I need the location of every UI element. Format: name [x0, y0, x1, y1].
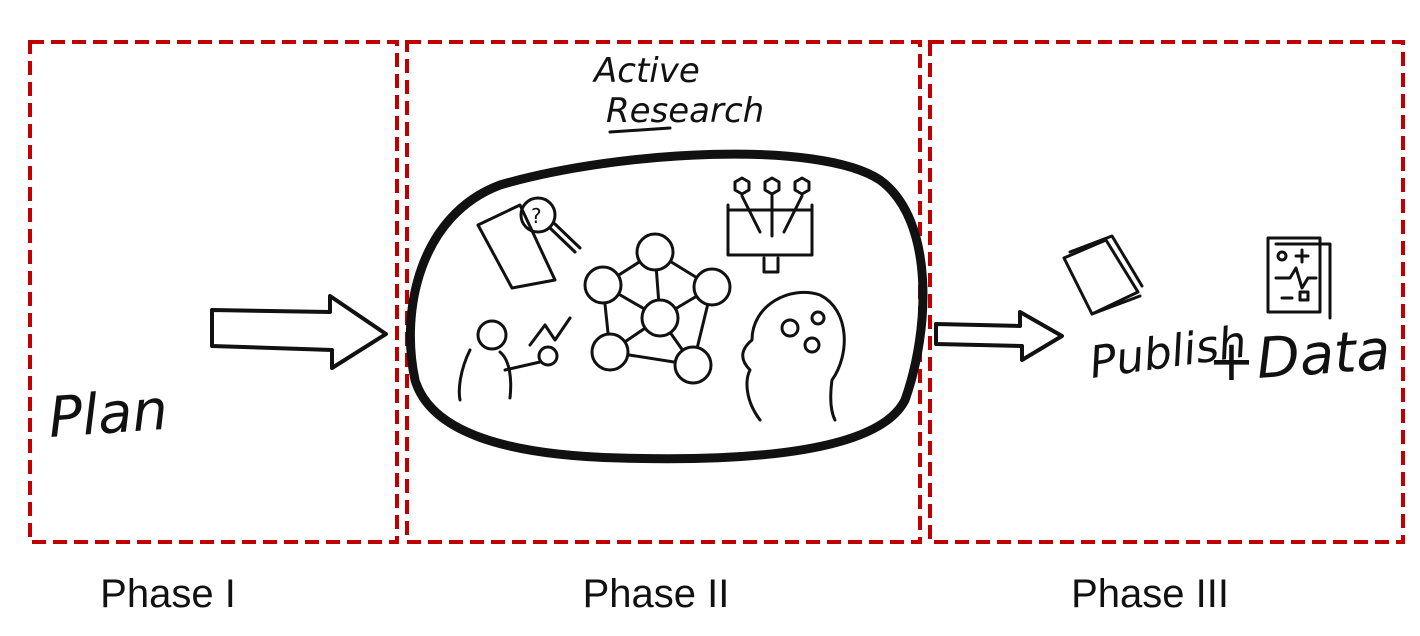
phase-1-caption: Phase I: [100, 572, 236, 616]
research-blob-outline: [405, 149, 928, 464]
data-funnel-icon: [726, 176, 814, 274]
scientist-icon: [457, 316, 572, 402]
active-label: Active: [592, 51, 700, 91]
data-sheet-icon: [1266, 236, 1332, 320]
data-label: Data: [1254, 318, 1392, 392]
phase-1-frame: [28, 40, 399, 544]
book-icon: [1062, 234, 1144, 316]
network-people-icon: [583, 232, 732, 385]
svg-text:?: ?: [531, 204, 542, 228]
research-label: Research: [606, 91, 764, 131]
document-search-icon: ?: [476, 196, 582, 290]
phase-2-caption: Phase II: [582, 572, 730, 616]
arrow-phase2-to-phase3: [934, 310, 1064, 362]
phase-3-frame: [928, 40, 1405, 544]
plus-label: +: [1208, 329, 1255, 394]
research-underline: [608, 126, 672, 134]
brain-gears-icon: [741, 290, 846, 422]
plan-label: Plan: [46, 378, 169, 451]
phase-3-caption: Phase III: [1071, 572, 1229, 616]
arrow-phase1-to-phase2: [210, 294, 388, 370]
